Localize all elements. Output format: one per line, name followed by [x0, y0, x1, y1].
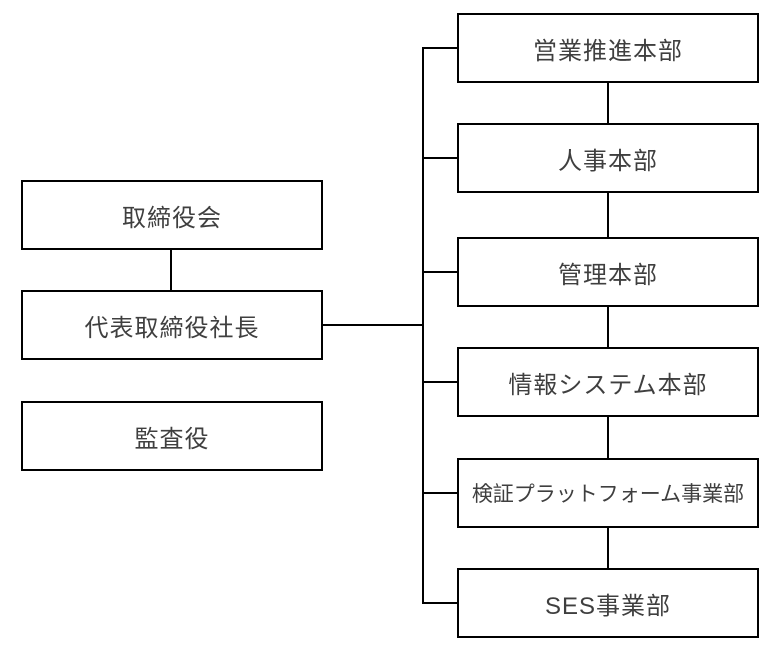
connector-president-trunk [323, 324, 424, 326]
connector-board-president [170, 250, 172, 290]
connector-branch-ses [422, 602, 457, 604]
node-admin-division: 管理本部 [457, 237, 759, 307]
connector-trunk [422, 47, 424, 604]
connector-branch-info-systems [422, 381, 457, 383]
node-label: 人事本部 [558, 147, 658, 175]
connector-branch-hr [422, 157, 457, 159]
node-label: 代表取締役社長 [84, 314, 260, 342]
node-sales-promotion-division: 営業推進本部 [457, 13, 759, 83]
connector-info-systems-verification-platform [607, 417, 609, 458]
connector-branch-verification-platform [422, 492, 457, 494]
node-label: 営業推進本部 [533, 37, 683, 65]
node-label: 取締役会 [122, 204, 222, 232]
connector-admin-info-systems [607, 307, 609, 347]
node-label: SES事業部 [544, 592, 672, 620]
node-auditor: 監査役 [21, 401, 323, 471]
node-label: 監査役 [134, 425, 210, 453]
node-board-of-directors: 取締役会 [21, 180, 323, 250]
node-information-systems-division: 情報システム本部 [457, 347, 759, 417]
node-label: 情報システム本部 [508, 371, 708, 399]
node-president: 代表取締役社長 [21, 290, 323, 360]
node-verification-platform-division: 検証プラットフォーム事業部 [457, 458, 759, 528]
connector-sales-promotion-hr [607, 83, 609, 123]
connector-verification-platform-ses [607, 528, 609, 568]
node-label: 管理本部 [558, 261, 658, 289]
connector-hr-admin [607, 193, 609, 237]
node-ses-division: SES事業部 [457, 568, 759, 638]
connector-branch-admin [422, 271, 457, 273]
connector-branch-sales-promotion [422, 47, 457, 49]
node-hr-division: 人事本部 [457, 123, 759, 193]
node-label: 検証プラットフォーム事業部 [471, 483, 745, 506]
